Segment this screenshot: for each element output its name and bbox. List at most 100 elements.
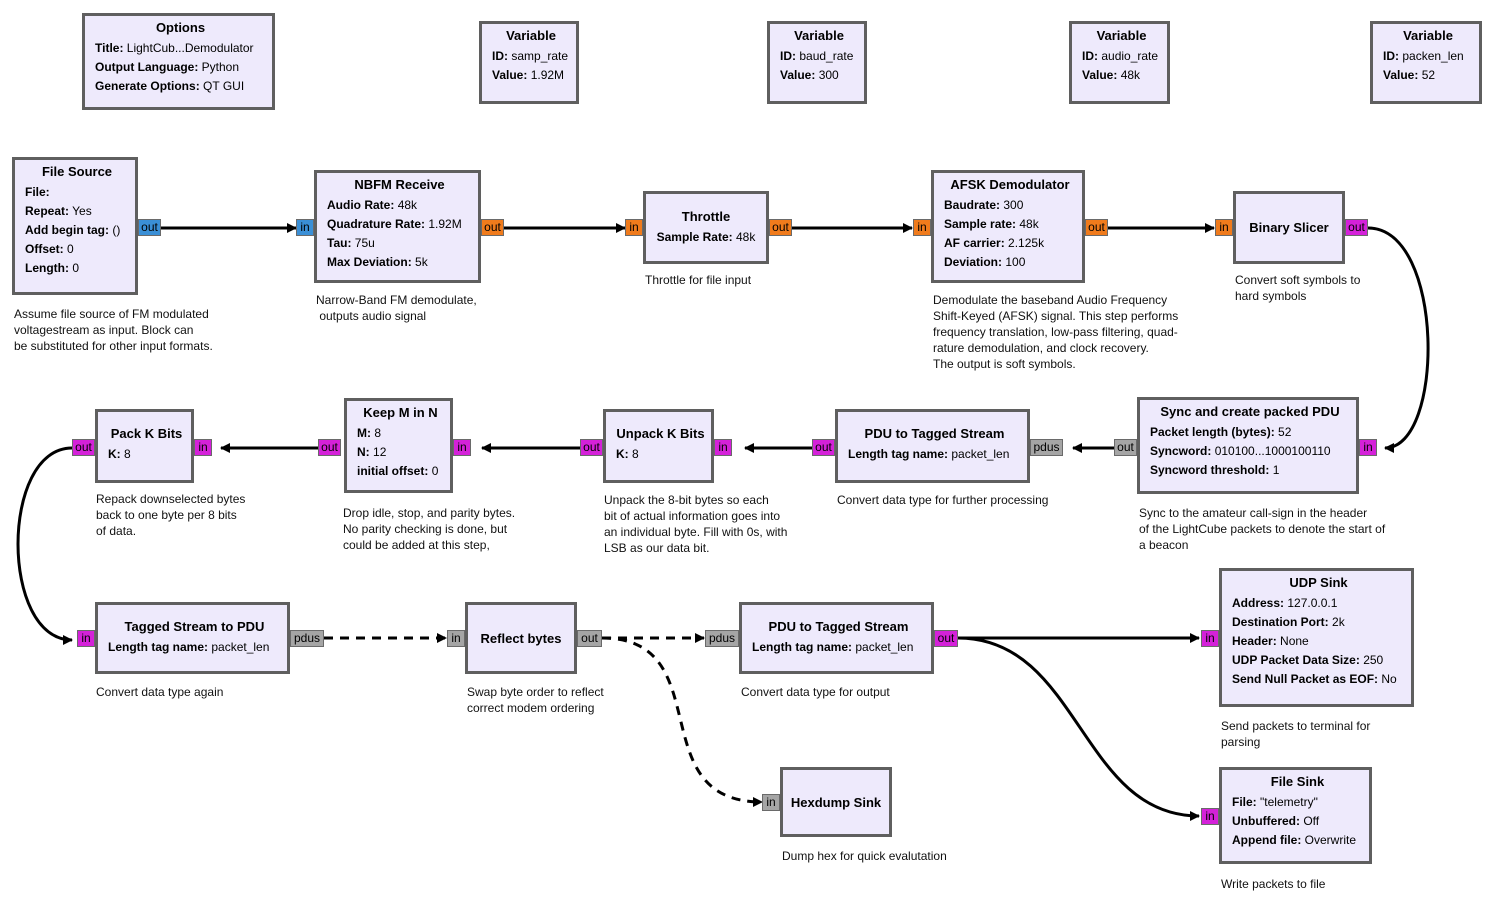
pdu-tagged-1-in-port[interactable]: pdus [1030, 439, 1063, 456]
reflect-in-port[interactable]: in [447, 630, 465, 647]
wire-pack-taggedtopdu [16, 446, 73, 645]
block-title: PDU to Tagged Stream [864, 426, 1005, 441]
param-value: Value: 1.92M [492, 68, 565, 82]
afsk-in-port[interactable]: in [913, 219, 931, 236]
variable-baud-rate-block[interactable]: Variable ID: baud_rate Value: 300 [767, 21, 867, 104]
param-file: File: [25, 185, 50, 199]
param-offset: Offset: 0 [25, 242, 74, 256]
param-value: Value: 52 [1383, 68, 1436, 82]
file-source-block[interactable]: File Source File: Repeat: Yes Add begin … [12, 157, 138, 295]
block-title: NBFM Receive [354, 177, 445, 192]
param-length-tag-name: Length tag name: packet_len [848, 447, 1010, 461]
block-title: Hexdump Sink [790, 794, 882, 810]
nbfm-out-port[interactable]: out [481, 219, 504, 236]
block-title: Binary Slicer [1249, 220, 1329, 235]
pdu-tagged-1-note: Convert data type for further processing [837, 493, 1049, 507]
variable-samp-rate-block[interactable]: Variable ID: samp_rate Value: 1.92M [479, 21, 579, 104]
tagged-to-pdu-in-port[interactable]: in [77, 630, 95, 647]
unpack-k-bits-block[interactable]: Unpack K Bits K: 8 [603, 409, 714, 483]
param-id: ID: samp_rate [492, 49, 569, 63]
throttle-in-port[interactable]: in [625, 219, 643, 236]
reflect-note: Swap byte order to reflect correct modem… [467, 685, 604, 715]
unpack-in-port[interactable]: in [714, 439, 732, 456]
block-title: Variable [506, 28, 556, 43]
param-sample-rate: Sample Rate: 48k [656, 229, 756, 244]
keep-m-in-port[interactable]: in [453, 439, 471, 456]
param-max-deviation: Max Deviation: 5k [327, 255, 428, 269]
binary-slicer-out-port[interactable]: out [1345, 219, 1368, 236]
afsk-demodulator-block[interactable]: AFSK Demodulator Baudrate: 300 Sample ra… [931, 170, 1085, 283]
block-title: Unpack K Bits [616, 426, 705, 441]
block-title: Options [155, 20, 206, 35]
sync-pdu-out-port[interactable]: out [1114, 439, 1137, 456]
file-source-note: Assume file source of FM modulated volta… [14, 307, 213, 353]
sync-create-pdu-block[interactable]: Sync and create packed PDU Packet length… [1137, 397, 1359, 494]
pack-out-port[interactable]: out [72, 439, 95, 456]
param-address: Address: 127.0.0.1 [1232, 596, 1338, 610]
param-length-tag-name: Length tag name: packet_len [752, 640, 914, 654]
param-title: Title: LightCub...Demodulator [95, 41, 254, 55]
keep-m-out-port[interactable]: out [318, 439, 341, 456]
file-sink-block[interactable]: File Sink File: "telemetry" Unbuffered: … [1219, 767, 1372, 864]
nbfm-in-port[interactable]: in [296, 219, 314, 236]
param-tau: Tau: 75u [327, 236, 375, 250]
sync-pdu-in-port[interactable]: in [1359, 439, 1377, 456]
pdu-tagged-2-out-port[interactable]: out [934, 630, 958, 647]
param-udp-packet-data-size: UDP Packet Data Size: 250 [1232, 653, 1384, 667]
block-title: Throttle [681, 208, 731, 224]
pack-note: Repack downselected bytes back to one by… [96, 492, 246, 538]
tagged-stream-to-pdu-block[interactable]: Tagged Stream to PDU Length tag name: pa… [95, 602, 290, 674]
param-quadrature-rate: Quadrature Rate: 1.92M [327, 217, 462, 231]
reflect-bytes-block[interactable]: Reflect bytes [465, 602, 577, 674]
block-title: UDP Sink [1289, 575, 1348, 590]
param-af-carrier: AF carrier: 2.125k [944, 236, 1045, 250]
param-unbuffered: Unbuffered: Off [1232, 814, 1320, 828]
afsk-out-port[interactable]: out [1085, 219, 1108, 236]
param-length-tag-name: Length tag name: packet_len [108, 640, 270, 654]
param-baudrate: Baudrate: 300 [944, 198, 1024, 212]
tagged-to-pdu-out-port[interactable]: pdus [290, 630, 324, 647]
param-send-null-packet: Send Null Packet as EOF: No [1232, 672, 1397, 686]
pdu-to-tagged-stream-output-block[interactable]: PDU to Tagged Stream Length tag name: pa… [739, 602, 934, 674]
param-audio-rate: Audio Rate: 48k [327, 198, 418, 212]
throttle-block[interactable]: Throttle Sample Rate: 48k [643, 191, 769, 264]
pdu-tagged-2-note: Convert data type for output [741, 685, 890, 699]
pdu-tagged-1-out-port[interactable]: out [812, 439, 835, 456]
pdu-tagged-2-in-port[interactable]: pdus [705, 630, 739, 647]
nbfm-note: Narrow-Band FM demodulate, outputs audio… [316, 293, 477, 323]
unpack-note: Unpack the 8-bit bytes so each bit of ac… [604, 493, 788, 555]
udp-sink-block[interactable]: UDP Sink Address: 127.0.0.1 Destination … [1219, 568, 1414, 707]
block-title: Keep M in N [363, 405, 438, 420]
pack-k-bits-block[interactable]: Pack K Bits K: 8 [95, 409, 194, 483]
param-header: Header: None [1232, 634, 1309, 648]
hexdump-in-port[interactable]: in [762, 794, 780, 811]
block-title: File Sink [1270, 774, 1325, 789]
nbfm-receive-block[interactable]: NBFM Receive Audio Rate: 48k Quadrature … [314, 170, 481, 283]
tagged-to-pdu-note: Convert data type again [96, 685, 224, 699]
file-sink-in-port[interactable]: in [1201, 808, 1219, 825]
keep-m-in-n-block[interactable]: Keep M in N M: 8 N: 12 initial offset: 0 [344, 398, 453, 493]
param-syncword-threshold: Syncword threshold: 1 [1150, 463, 1280, 477]
options-block[interactable]: Options Title: LightCub...Demodulator Ou… [82, 13, 275, 110]
hexdump-sink-block[interactable]: Hexdump Sink [780, 767, 892, 837]
param-destination-port: Destination Port: 2k [1232, 615, 1345, 629]
reflect-out-port[interactable]: out [577, 630, 602, 647]
pdu-to-tagged-stream-block[interactable]: PDU to Tagged Stream Length tag name: pa… [835, 409, 1030, 483]
binary-slicer-in-port[interactable]: in [1215, 219, 1233, 236]
variable-packen-len-block[interactable]: Variable ID: packen_len Value: 52 [1370, 21, 1482, 104]
param-n: N: 12 [357, 445, 387, 459]
binary-slicer-note: Convert soft symbols to hard symbols [1235, 273, 1361, 303]
param-id: ID: baud_rate [780, 49, 854, 63]
wire-slicer-sync [1367, 226, 1430, 453]
variable-audio-rate-block[interactable]: Variable ID: audio_rate Value: 48k [1069, 21, 1170, 104]
binary-slicer-block[interactable]: Binary Slicer [1233, 191, 1345, 264]
param-syncword: Syncword: 010100...1000100110 [1150, 444, 1331, 458]
param-id: ID: audio_rate [1082, 49, 1159, 63]
file-source-out-port[interactable]: out [138, 219, 161, 236]
udp-sink-in-port[interactable]: in [1201, 630, 1219, 647]
afsk-note: Demodulate the baseband Audio Frequency … [933, 293, 1179, 371]
throttle-out-port[interactable]: out [769, 219, 792, 236]
block-title: File Source [41, 164, 113, 179]
pack-in-port[interactable]: in [194, 439, 212, 456]
unpack-out-port[interactable]: out [580, 439, 603, 456]
